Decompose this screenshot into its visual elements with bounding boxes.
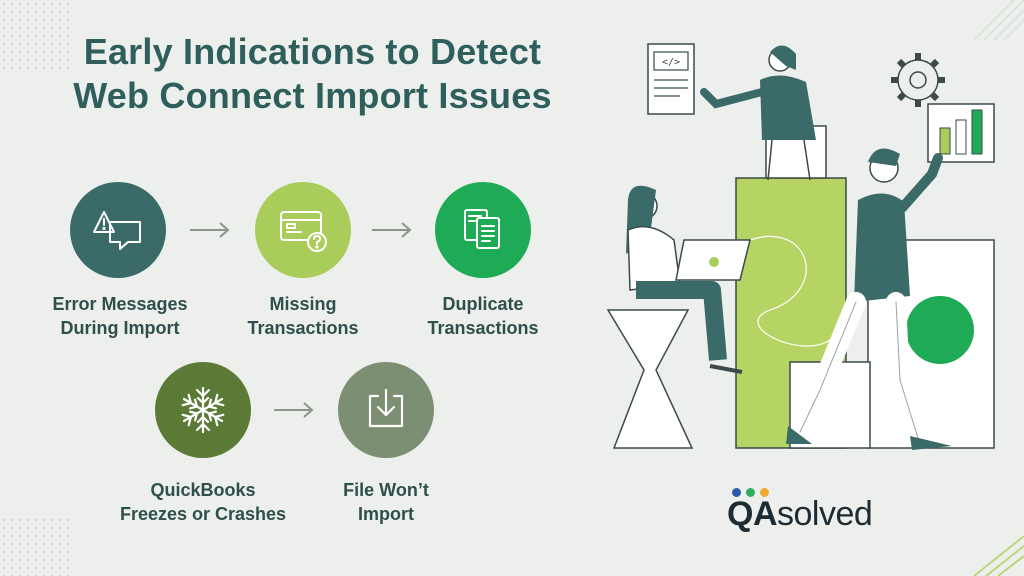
step-quickbooks-freezes-label: QuickBooks Freezes or Crashes <box>119 480 287 524</box>
gear-icon <box>891 53 945 107</box>
logo-dot-green <box>746 488 755 497</box>
page-title: Early Indications to Detect Web Connect … <box>20 30 605 118</box>
title-line-2: Web Connect Import Issues <box>73 75 552 116</box>
decorative-stripes-top-right <box>973 0 1024 40</box>
warning-chat-icon <box>93 211 141 250</box>
title-line-1: Early Indications to Detect <box>83 31 542 72</box>
qasolved-logo: QAsolved <box>727 488 887 538</box>
step-error-messages-circle <box>70 182 166 278</box>
logo-dot-orange <box>760 488 769 497</box>
walking-man-figure <box>786 148 952 450</box>
card-question-icon <box>280 211 327 252</box>
step-missing-transactions-circle <box>255 182 351 278</box>
bar-chart-card-icon <box>927 103 995 163</box>
step-duplicate-transactions-circle <box>435 182 531 278</box>
decorative-dots-bottom-left <box>0 516 70 576</box>
standing-woman-figure <box>700 45 816 181</box>
arrow-right-icon <box>372 222 412 238</box>
logo-dot-blue <box>732 488 741 497</box>
team-analytics-illustration: </> <box>606 43 995 450</box>
step-quickbooks-freezes-circle <box>155 362 251 458</box>
arrow-right-icon <box>274 402 314 418</box>
import-tray-icon <box>368 388 404 428</box>
step-duplicate-transactions-label: Duplicate Transactions <box>427 294 539 338</box>
decorative-dots-top-left <box>0 0 70 70</box>
decorative-stripes-bottom-right <box>973 535 1024 576</box>
step-file-wont-import-label: File Won’t Import <box>343 480 429 524</box>
duplicate-docs-icon <box>464 209 500 249</box>
svg-text:</>: </> <box>662 57 680 68</box>
step-error-messages-label: Error Messages During Import <box>52 294 188 338</box>
snowflake-icon <box>179 386 227 434</box>
code-document-icon: </> <box>647 43 695 115</box>
step-missing-transactions-label: Missing Transactions <box>247 294 359 338</box>
step-file-wont-import-circle <box>338 362 434 458</box>
seated-woman-with-laptop-figure <box>626 185 751 374</box>
logo-text: QAsolved <box>727 495 873 533</box>
arrow-right-icon <box>190 222 230 238</box>
